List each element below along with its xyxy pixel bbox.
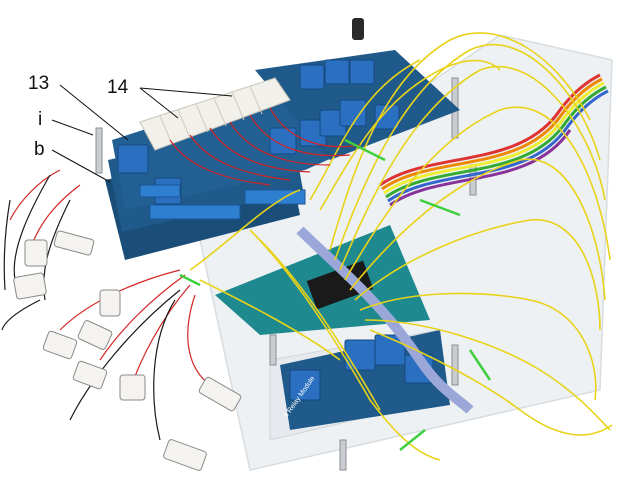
callout-i: i (38, 109, 43, 130)
callout-13: 13 (28, 73, 50, 94)
callout-14: 14 (107, 77, 129, 98)
ribbon-cable (296, 73, 609, 414)
callout-leaders (51, 84, 233, 183)
black-wires (1, 174, 181, 441)
dangling-sensors (13, 230, 242, 471)
white-connector-block (139, 77, 291, 151)
capacitor (352, 18, 364, 40)
callout-b: b (34, 139, 45, 160)
white-connector-pins (159, 85, 263, 145)
zip-ties (179, 138, 492, 451)
yellow-wires (189, 32, 613, 461)
arduino-chip (306, 260, 374, 310)
screw-terminals (139, 184, 306, 220)
